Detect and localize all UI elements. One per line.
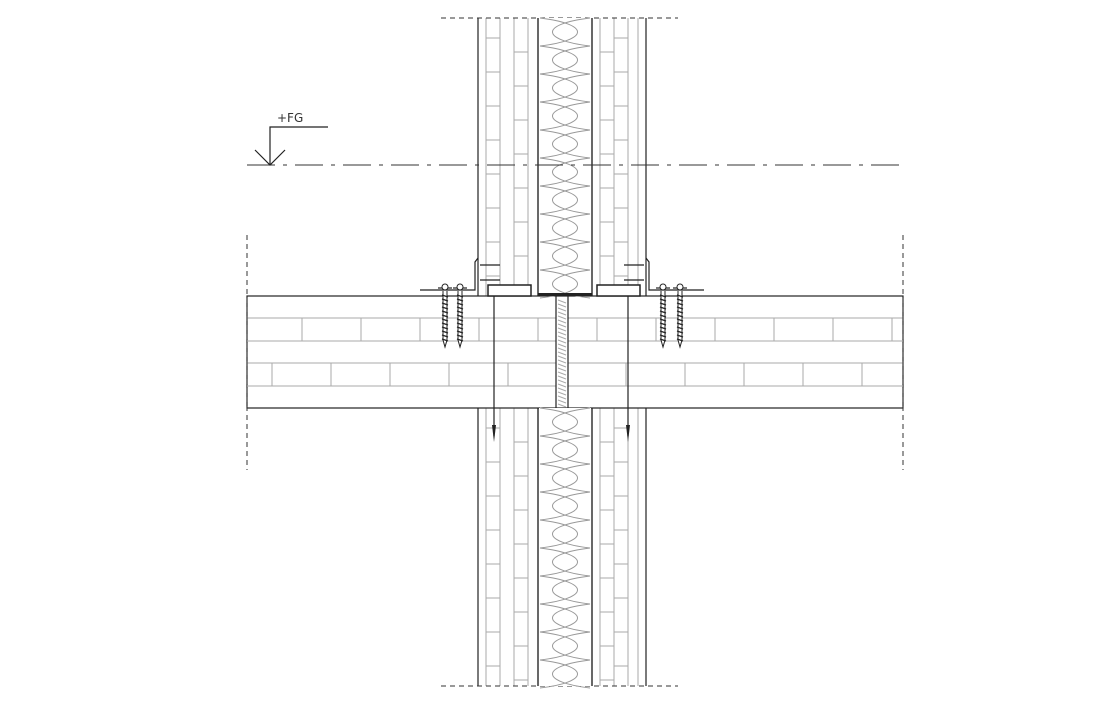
- screw-thread: [659, 318, 667, 322]
- screw-thread: [456, 338, 464, 342]
- gap-hatch: [557, 351, 567, 356]
- bearing-plate-right: [596, 284, 641, 297]
- gap-hatch: [557, 367, 567, 372]
- screw-thread: [441, 310, 449, 314]
- screw-thread: [456, 314, 464, 318]
- screw-thread: [441, 306, 449, 310]
- insulation-curve: [539, 407, 578, 689]
- gap-hatch: [557, 303, 567, 308]
- section-marker-leader: [269, 126, 328, 165]
- screw-thread: [441, 330, 449, 334]
- screw-thread: [456, 306, 464, 310]
- screw-thread: [659, 322, 667, 326]
- gap-hatch: [557, 391, 567, 396]
- screw-thread: [456, 334, 464, 338]
- screw-thread: [676, 318, 684, 322]
- gap-hatch: [557, 383, 567, 388]
- gap-hatch: [557, 403, 567, 408]
- screw-thread: [441, 322, 449, 326]
- screw-thread: [441, 294, 449, 298]
- insulation-curve: [552, 17, 591, 299]
- angle-bracket-right: [645, 257, 704, 291]
- bearing-plate-left: [487, 284, 532, 297]
- screw-thread: [659, 306, 667, 310]
- screw-thread: [676, 326, 684, 330]
- screw-thread: [659, 310, 667, 314]
- screw-thread: [659, 294, 667, 298]
- screw-head-icon: [659, 283, 667, 291]
- screw-thread: [659, 334, 667, 338]
- screw-thread: [456, 326, 464, 330]
- gap-hatch: [557, 379, 567, 384]
- screw-thread: [676, 330, 684, 334]
- gap-hatch: [557, 311, 567, 316]
- screw-thread: [456, 322, 464, 326]
- insulation-batt: [537, 17, 593, 689]
- screw-thread: [441, 334, 449, 338]
- screw-thread: [659, 338, 667, 342]
- gap-hatch: [557, 315, 567, 320]
- slab-outline: [246, 295, 904, 409]
- insulation-base-plate: [538, 293, 592, 296]
- screw-thread: [441, 326, 449, 330]
- screw-thread: [676, 322, 684, 326]
- screw-thread: [441, 298, 449, 302]
- screw-thread: [659, 298, 667, 302]
- screw-thread: [676, 298, 684, 302]
- screw-head-icon: [441, 283, 449, 291]
- screw-thread: [676, 338, 684, 342]
- screw-head-icon: [676, 283, 684, 291]
- gap-hatch: [557, 371, 567, 376]
- gap-hatch: [557, 375, 567, 380]
- screw-thread: [676, 306, 684, 310]
- screw-thread: [441, 338, 449, 342]
- gap-hatch: [557, 347, 567, 352]
- gap-hatch: [557, 363, 567, 368]
- section-marker: +FG: [247, 111, 905, 166]
- nail-tip-icon: [492, 425, 496, 442]
- gap-hatch: [557, 387, 567, 392]
- screw-thread: [456, 302, 464, 306]
- screw-thread: [659, 302, 667, 306]
- screw-thread: [659, 314, 667, 318]
- gap-hatch: [557, 395, 567, 400]
- gap-hatch: [557, 331, 567, 336]
- section-marker-label: +FG: [277, 111, 303, 125]
- gap-hatch: [557, 335, 567, 340]
- screw-thread: [441, 314, 449, 318]
- insulation-curve: [552, 407, 591, 689]
- screw-head-icon: [456, 283, 464, 291]
- gap-hatch: [557, 299, 567, 304]
- nail-tip-icon: [626, 425, 630, 442]
- screw-thread: [456, 310, 464, 314]
- gap-hatch: [557, 307, 567, 312]
- screw-thread: [456, 318, 464, 322]
- screw-thread: [456, 330, 464, 334]
- floor-gap-strip: [555, 295, 569, 409]
- section-arrow-icon: [254, 149, 286, 166]
- gap-hatch: [557, 327, 567, 332]
- screw-thread: [676, 310, 684, 314]
- screw-thread: [676, 294, 684, 298]
- screw-thread: [659, 326, 667, 330]
- screw-thread: [441, 302, 449, 306]
- gap-hatch: [557, 319, 567, 324]
- gap-hatch: [557, 355, 567, 360]
- gap-hatch: [557, 399, 567, 404]
- fixings: [420, 257, 704, 442]
- screw-thread: [456, 294, 464, 298]
- screw-thread: [441, 318, 449, 322]
- screw-thread: [676, 314, 684, 318]
- gap-hatch: [557, 343, 567, 348]
- screw-thread: [659, 330, 667, 334]
- gap-hatch: [557, 359, 567, 364]
- insulation-curve: [539, 17, 578, 299]
- screw-thread: [676, 302, 684, 306]
- angle-bracket-left: [420, 257, 479, 291]
- screw-thread: [676, 334, 684, 338]
- gap-hatch: [557, 339, 567, 344]
- screw-thread: [456, 298, 464, 302]
- gap-hatch: [557, 323, 567, 328]
